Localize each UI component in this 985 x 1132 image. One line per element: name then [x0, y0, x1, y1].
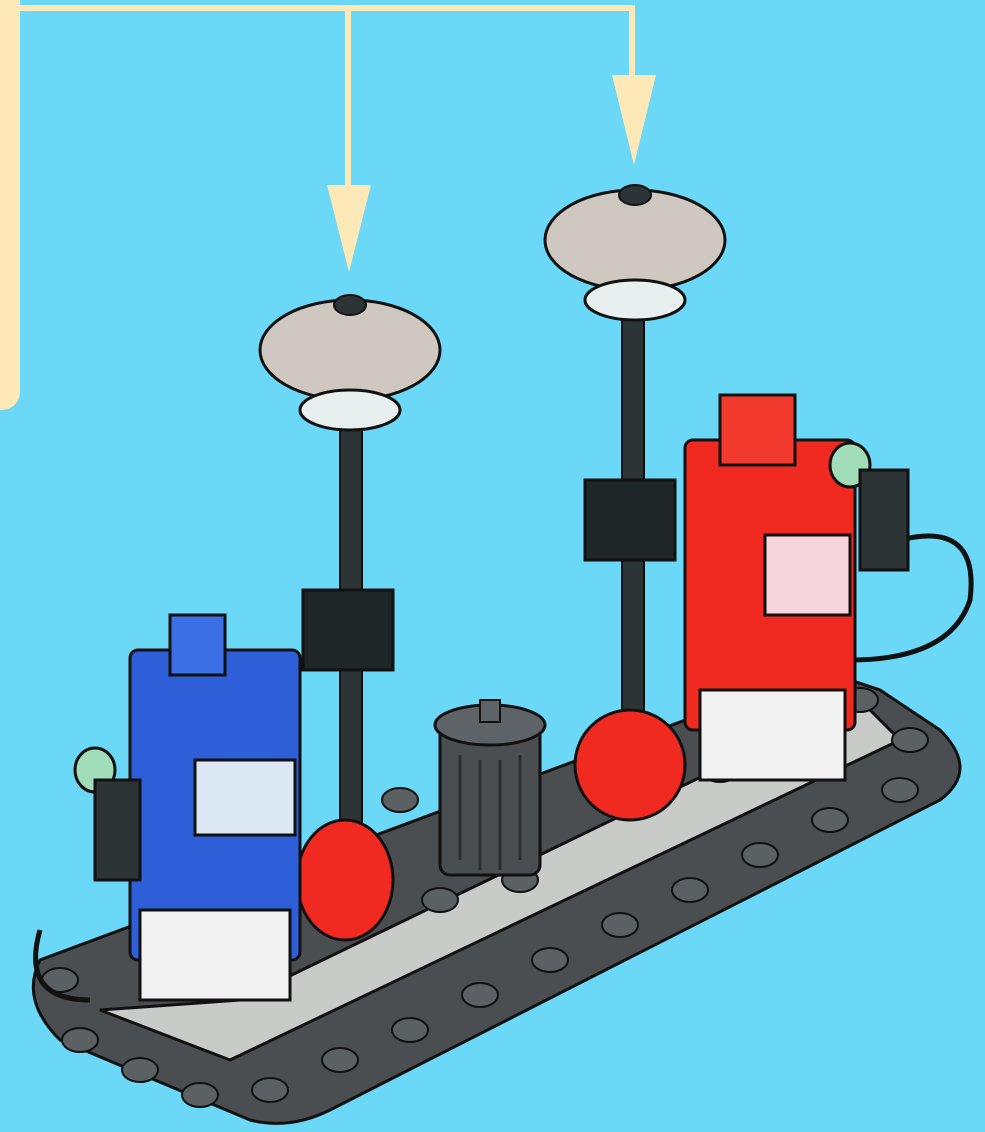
trash-bin-icon [435, 700, 545, 875]
arrow-down-icon [327, 185, 371, 272]
arrow-down-icon [612, 75, 656, 165]
fuel-pump-icon [36, 615, 300, 1000]
